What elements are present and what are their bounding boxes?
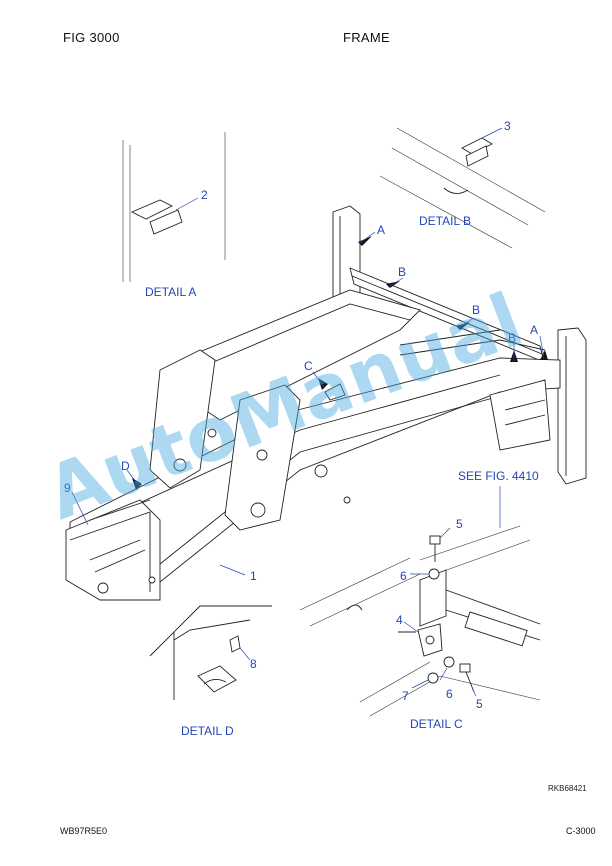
- callout-2: 2: [201, 188, 208, 202]
- callout-6-top: 6: [400, 569, 407, 583]
- callout-7: 7: [402, 689, 409, 703]
- view-marker-b-3: B: [508, 331, 516, 345]
- leader-6-bottom: [439, 667, 448, 681]
- callout-1: 1: [250, 569, 257, 583]
- view-marker-a-right: A: [530, 323, 538, 337]
- leader-4: [403, 621, 419, 633]
- main-frame-assembly: [65, 205, 587, 601]
- leader-5-bottom: [471, 687, 477, 697]
- callout-3: 3: [504, 119, 511, 133]
- see-fig-reference: SEE FIG. 4410: [458, 469, 539, 483]
- leader-7: [411, 679, 429, 689]
- leader-1: [219, 564, 246, 576]
- callout-5-top: 5: [456, 517, 463, 531]
- detail-b-caption: DETAIL B: [419, 214, 471, 228]
- callout-6-bottom: 6: [446, 687, 453, 701]
- detail-c-caption: DETAIL C: [410, 717, 463, 731]
- detail-d-caption: DETAIL D: [181, 724, 234, 738]
- document-code: WB97R5E0: [60, 826, 108, 836]
- view-marker-d: D: [121, 459, 130, 473]
- callout-8: 8: [250, 657, 257, 671]
- detail-a-caption: DETAIL A: [145, 285, 196, 299]
- figure-number: FIG 3000: [63, 30, 120, 45]
- view-marker-a-left: A: [377, 223, 385, 237]
- leader-9: [71, 491, 89, 526]
- view-marker-c: C: [304, 359, 313, 373]
- view-arrows: [126, 231, 548, 490]
- detail-c-illustration: [299, 525, 541, 717]
- page-number: C-3000: [566, 826, 596, 836]
- detail-a-illustration: [122, 132, 226, 282]
- detail-b-illustration: [379, 127, 546, 249]
- figure-title: FRAME: [343, 30, 390, 45]
- view-marker-b-1: B: [398, 265, 406, 279]
- leader-5-top: [439, 527, 451, 539]
- drawing-reference-code: RKB68421: [548, 784, 587, 793]
- callout-9: 9: [64, 481, 71, 495]
- detail-d-illustration: [149, 605, 272, 700]
- callout-5-bottom: 5: [476, 697, 483, 711]
- view-marker-b-2: B: [472, 303, 480, 317]
- callout-4: 4: [396, 613, 403, 627]
